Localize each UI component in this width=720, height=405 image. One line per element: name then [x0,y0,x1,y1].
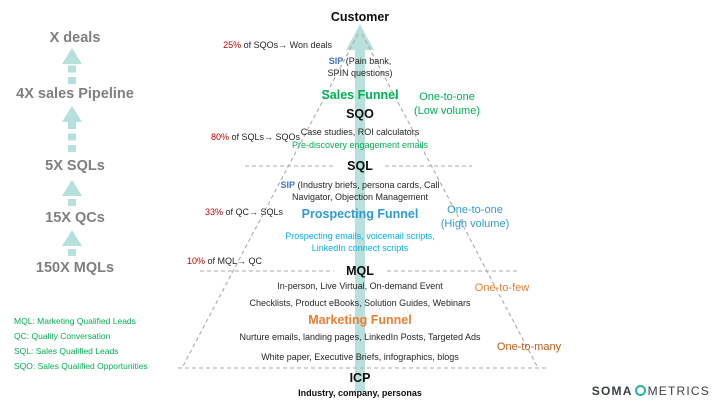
left-up-arrows [62,48,82,256]
stage-sqo: SQO [346,107,374,121]
conversion-label-mql-qc: 10% of MQL→ QC [62,256,262,267]
conversion-label-sqo-deals: 25% of SQOs→ Won deals [132,40,332,51]
conversion-pct: 33% [204,207,223,217]
metric-deals: X deals [49,30,101,46]
sip-acronym: SIP [328,56,344,66]
sales-sip-line2: SPIN questions) [327,68,393,78]
logo-ring-icon [634,385,646,396]
conversion-text: of SQLs→ SQOs [228,132,300,142]
sip-acronym: SIP [280,180,295,190]
marketing-content-1: In-person, Live Virtual, On-demand Event [277,281,443,291]
icp-subtitle: Industry, company, personas [298,388,422,398]
audience-label-low-volume: One-to-one (Low volume) [392,90,502,118]
audience-line: (Low volume) [413,105,481,117]
legend-item-mql: MQL: Marketing Qualified Leads [14,316,136,326]
sales-content-2: Pre-discovery engagement emails [291,140,429,150]
conversion-pct: 25% [223,40,242,50]
logo-word-soma: SOMA [591,384,633,398]
audience-label-high-volume: One-to-one (High volume) [420,203,530,231]
sales-content-1: Case studies, ROI calculators [300,127,420,137]
pyramid-dashed-outline [178,33,548,369]
metric-pipeline: 4X sales Pipeline [16,86,134,102]
marketing-content-4: White paper, Executive Briefs, infograph… [261,352,459,362]
prospecting-sip-line1: SIP (Industry briefs, persona cards, Cal… [0,180,720,191]
sales-funnel-title: Sales Funnel [321,88,399,102]
conversion-label-qc-sql: 33% of QC→ SQLs [83,207,283,218]
legend: MQL: Marketing Qualified Leads QC: Quali… [14,316,148,376]
conversion-text: of SQOs→ Won deals [241,40,332,50]
logo-word-metrics: METRICS [647,384,710,398]
conversion-label-sql-sqo: 80% of SQLs→ SQOs [100,132,300,143]
legend-item-sqo: SQO: Sales Qualified Opportunities [14,361,148,371]
marketing-funnel-title: Marketing Funnel [308,313,412,327]
stage-sql: SQL [347,159,373,173]
stage-mql: MQL [346,264,374,278]
prospecting-content-1: Prospecting emails, voicemail scripts, [285,231,435,241]
audience-label-one-to-many: One-to-many [474,340,584,354]
metric-mqls: 150X MQLs [35,260,115,276]
audience-label-one-to-few: One-to-few [447,281,557,295]
soma-metrics-logo: SOMA METRICS [560,384,710,398]
conversion-text: of QC→ SQLs [222,207,283,217]
marketing-content-2: Checklists, Product eBooks, Solution Gui… [249,298,471,308]
customer-label: Customer [330,10,390,24]
sip-text: (Pain bank, [343,56,392,66]
conversion-pct: 80% [210,132,229,142]
sales-sip-line1: SIP (Pain bank, [0,56,720,67]
audience-line: One-to-many [496,341,562,353]
prospecting-funnel-title: Prospecting Funnel [301,207,419,221]
conversion-pct: 10% [186,256,205,266]
sip-text: (Industry briefs, persona cards, Call [294,180,440,190]
prospecting-content-2: LinkedIn connect scripts [311,243,409,253]
audience-line: One-to-one [447,204,503,216]
marketing-content-3: Nurture emails, landing pages, LinkedIn … [239,332,481,342]
prospecting-sip-line2: Navigator, Objection Management [291,192,429,202]
legend-item-sql: SQL: Sales Qualified Leads [14,346,119,356]
audience-line: One-to-few [474,282,530,294]
audience-line: (High volume) [440,218,510,230]
metric-qcs: 15X QCs [45,210,105,226]
audience-line: One-to-one [419,91,475,103]
stage-icp: ICP [349,371,371,385]
metric-sqls: 5X SQLs [45,158,105,174]
conversion-text: of MQL→ QC [204,256,262,266]
legend-item-qc: QC: Quality Conversation [14,331,111,341]
